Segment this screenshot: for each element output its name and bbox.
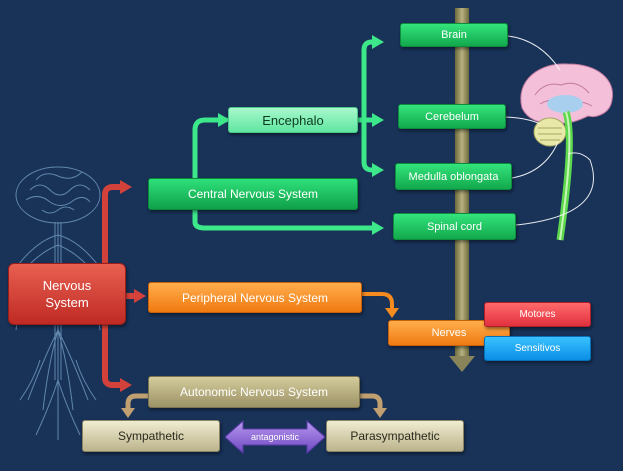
sensitivos-node: Sensitivos [484, 336, 591, 361]
peripheral-nervous-system-node: Peripheral Nervous System [148, 282, 362, 313]
antagonistic-label: antagonistic [250, 432, 300, 442]
double-arrow-icon [225, 420, 325, 454]
brain-label: Brain [400, 23, 508, 47]
spinal-cord-label: Spinal cord [393, 213, 516, 240]
nervous-system-node: Nervous System [8, 263, 126, 325]
spine-axis-arrow [449, 8, 475, 372]
autonomic-nervous-system-node: Autonomic Nervous System [148, 376, 360, 408]
sympathetic-node: Sympathetic [82, 420, 220, 452]
medulla-oblongata-label: Medulla oblongata [395, 163, 512, 190]
encephalo-node: Encephalo [228, 107, 358, 133]
cerebelum-label: Cerebelum [398, 104, 506, 129]
brain-sagittal-figure [520, 63, 614, 241]
central-nervous-system-node: Central Nervous System [148, 178, 358, 210]
parasympathetic-node: Parasympathetic [326, 420, 464, 452]
motores-node: Motores [484, 302, 591, 327]
antagonistic-arrow: antagonistic [225, 420, 325, 454]
